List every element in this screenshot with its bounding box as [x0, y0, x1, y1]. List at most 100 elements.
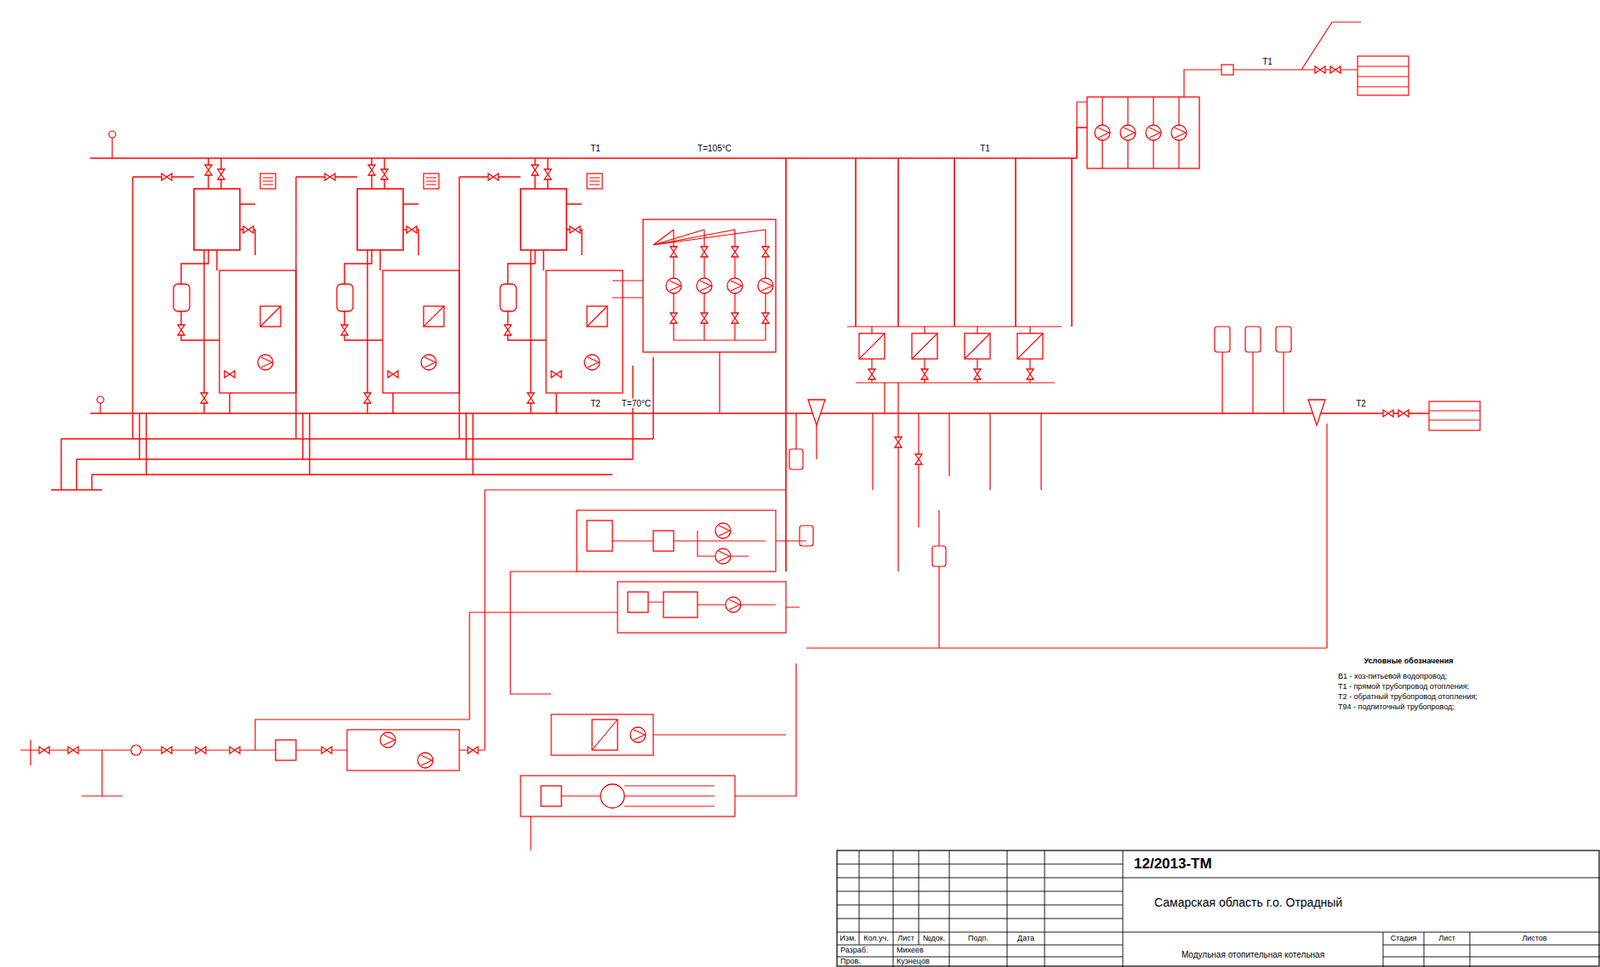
parameter-box	[1429, 401, 1481, 431]
legend-note: Т2 - обратный трубопровод отопления;	[1337, 693, 1479, 702]
unit-box	[540, 785, 562, 807]
treatment-block	[576, 510, 776, 572]
parameter-lines	[1357, 66, 1409, 87]
temperature-label: Т=105°С	[696, 143, 733, 154]
tank-symbol	[1214, 326, 1230, 353]
pump-symbol	[417, 752, 433, 769]
tank-symbol	[1275, 326, 1292, 353]
tank-symbol	[1245, 326, 1261, 353]
valve-symbol	[1330, 66, 1341, 74]
gauge-symbol	[96, 396, 104, 404]
valve-symbol	[700, 313, 708, 324]
heat-exchanger	[592, 719, 618, 751]
filter-symbol	[130, 745, 142, 756]
exchanger-diagonal	[859, 333, 1043, 359]
valve-symbol	[1315, 66, 1326, 74]
exchanger-piping	[847, 326, 1062, 572]
tank-symbol	[932, 546, 946, 567]
pump-symbol	[727, 278, 743, 294]
pump-symbol	[1094, 125, 1111, 141]
legend-note: Т94 - подпиточный трубопровод;	[1337, 703, 1456, 712]
valve-symbol	[915, 454, 923, 465]
unit-box	[627, 592, 649, 613]
valve-symbol	[973, 369, 981, 380]
table-cell: Стадия	[1389, 934, 1418, 944]
title-block-grid	[837, 850, 1600, 967]
pump-group	[1087, 96, 1200, 169]
boiler-unit	[132, 158, 297, 475]
tank-symbol	[799, 525, 814, 547]
pump-symbol	[725, 597, 741, 613]
valve-symbol	[921, 369, 929, 380]
drain-pipe	[796, 413, 817, 460]
valve-symbol	[700, 246, 708, 257]
unit-box	[653, 530, 674, 552]
drawing-number: 12/2013-ТМ	[1133, 856, 1213, 873]
collector-pipes	[51, 357, 654, 490]
table-cell: Михеев	[895, 946, 925, 956]
legend-note: Т1 - прямой трубопровод отопления;	[1337, 683, 1470, 692]
table-cell: Подп.	[967, 934, 990, 944]
valve-symbol	[762, 246, 769, 257]
project-location: Самарская область г.о. Отрадный	[1153, 896, 1344, 910]
valve-symbol	[762, 313, 769, 324]
table-cell: Пров.	[839, 957, 862, 967]
valve-symbol	[161, 746, 172, 754]
pump-symbol	[715, 548, 731, 564]
makeup-piping	[20, 489, 940, 797]
pump-symbol	[696, 278, 712, 294]
table-cell: Изм.	[838, 934, 857, 944]
pipe-code: Т1	[1261, 56, 1274, 67]
pump-piping	[1076, 22, 1361, 169]
gauge-leader	[100, 137, 113, 414]
valve-symbol	[68, 746, 79, 754]
treatment-piping	[648, 602, 776, 605]
tank-piping	[806, 352, 1327, 649]
pipe-code: Т1	[589, 143, 602, 154]
pump-symbol	[380, 732, 396, 748]
valve-symbol	[731, 313, 739, 324]
pump-symbol	[1120, 125, 1136, 141]
valve-symbol	[321, 746, 332, 754]
main-pipes	[90, 127, 1430, 572]
treatment-block	[551, 714, 654, 756]
treatment-block	[617, 581, 786, 633]
exchanger-diagonal	[592, 719, 618, 751]
valve-symbol	[467, 746, 479, 754]
pipe-code: Т2	[589, 398, 602, 409]
pump-symbol	[715, 523, 731, 539]
title-block-frame	[837, 850, 1600, 967]
pipe-code: Т1	[979, 143, 991, 154]
valve-symbol	[868, 369, 876, 380]
valve-symbol	[39, 746, 50, 754]
treatment-piping	[612, 530, 766, 557]
boiler-unit	[296, 158, 460, 475]
temperature-label: Т=70°С	[620, 398, 652, 409]
valve-symbol	[195, 746, 206, 754]
valve-symbol	[1398, 409, 1409, 417]
pump-piping	[612, 229, 766, 414]
pipe-code: Т2	[1355, 398, 1367, 409]
legend-note: В1 - хоз-питьевой водопровод;	[1337, 672, 1448, 682]
separator-symbol	[808, 399, 826, 426]
pump-group	[347, 729, 460, 771]
table-cell: №док.	[922, 934, 946, 944]
separator-symbol	[1308, 399, 1326, 426]
valve-symbol	[670, 313, 678, 324]
boiler-unit	[459, 158, 623, 475]
drawing-title: Модульная отопительная котельная	[1180, 950, 1326, 960]
table-cell: Кол.уч.	[862, 934, 890, 944]
treatment-piping	[530, 785, 715, 851]
pump-symbol	[1171, 125, 1187, 141]
meter-box	[275, 740, 297, 761]
tank-symbol	[789, 449, 803, 470]
table-cell: Кузнецов	[895, 957, 931, 967]
valve-symbol	[670, 246, 678, 257]
gauge-symbol	[108, 130, 116, 138]
pump-symbol	[630, 727, 646, 743]
pump-symbol	[1145, 125, 1162, 141]
check-valve	[1221, 64, 1234, 75]
